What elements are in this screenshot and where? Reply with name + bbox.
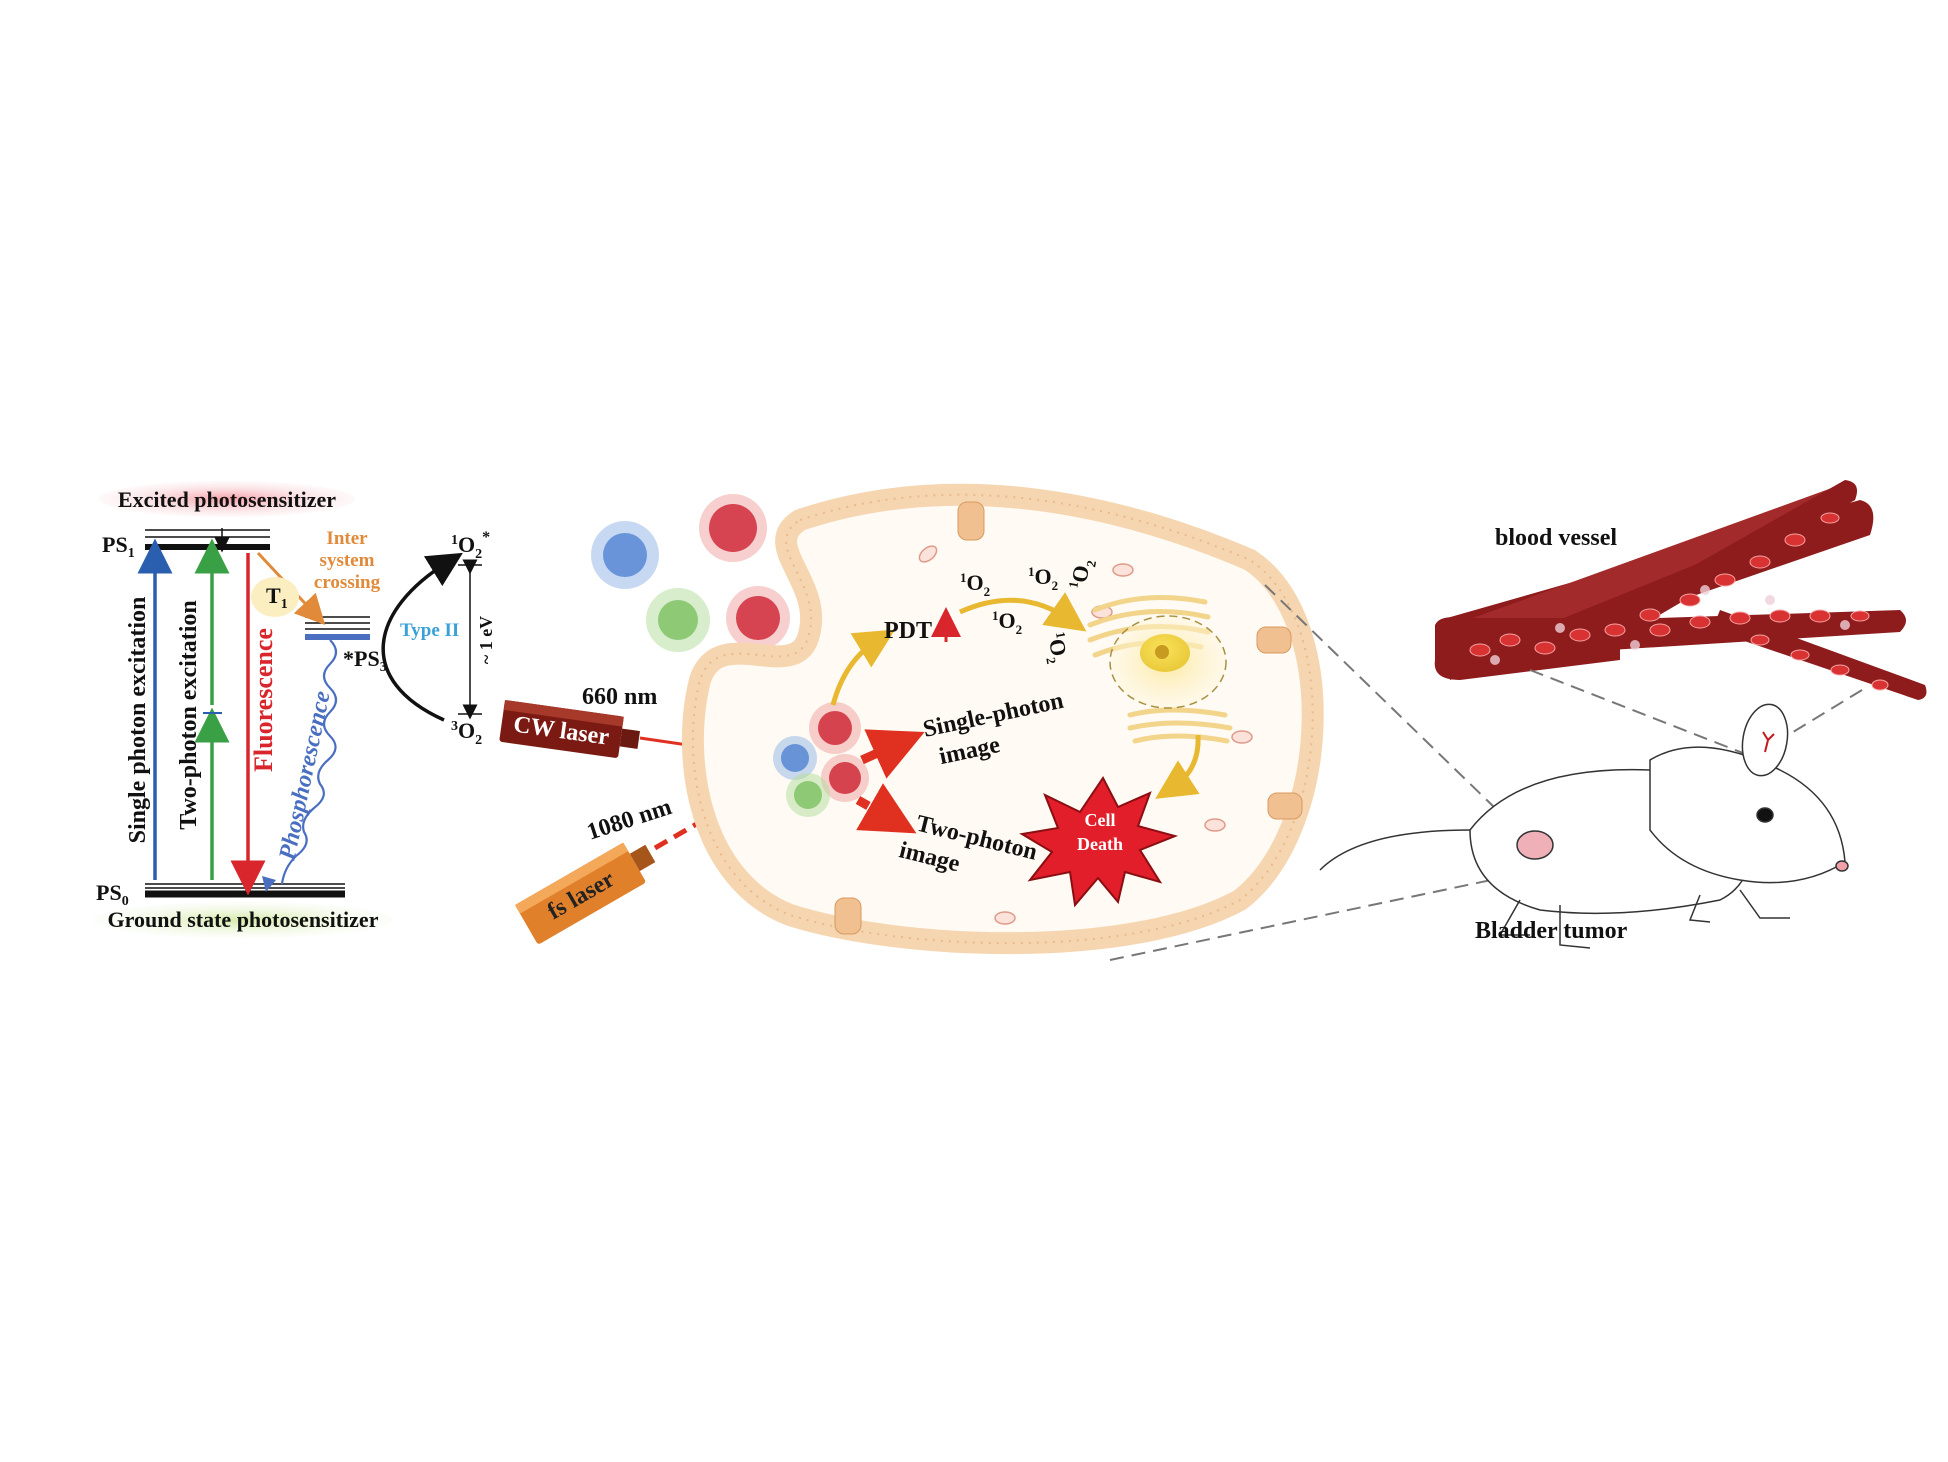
membrane-channel: [1267, 792, 1303, 820]
phosphorescence-arrowhead: [262, 876, 276, 892]
singlet-oxygen-label: 1O2: [1065, 557, 1099, 592]
membrane-channel: [1256, 626, 1292, 654]
singlet-oxygen-label: 1O2: [1039, 631, 1073, 666]
cell-death-label-line2: Death: [1077, 834, 1123, 854]
fluorescence-label: Fluorescence: [249, 628, 278, 772]
blood-vessel: [1434, 480, 1927, 700]
nanoparticle-blue: [591, 521, 659, 589]
vessel-branch: [1440, 484, 1856, 660]
excited-state-label: Excited photosensitizer: [118, 487, 336, 512]
mouse-illustration: [1319, 703, 1849, 949]
ground-state-label: Ground state photosensitizer: [108, 907, 379, 932]
two-photon-image-arrow: [855, 783, 917, 834]
cw-wavelength-label: 660 nm: [582, 684, 657, 710]
mouse-hind-leg: [1498, 899, 1530, 936]
vessel-guide-line: [1779, 689, 1863, 741]
type2-curve: [381, 552, 463, 722]
singlet-oxygen-arrow: [958, 592, 1087, 632]
pdt-label: PDT: [884, 618, 932, 644]
mouse-ear: [1741, 703, 1789, 777]
bladder-tumor-marker: [1516, 830, 1554, 860]
t1-badge: [251, 577, 299, 617]
vessel-branch: [1580, 480, 1858, 650]
nanoparticle-green: [646, 588, 710, 652]
isc-label-line1: Inter: [326, 528, 368, 549]
fs-laser: fs laser: [515, 842, 656, 944]
isc-label-line3: crossing: [314, 572, 381, 593]
singlet-oxygen-excited-label: 1O2*: [451, 529, 490, 562]
death-arrow: [1155, 734, 1201, 799]
mouse-tail: [1319, 829, 1471, 871]
cell: PDT 1O2 1O2 1O2 1O2 1O2 Single-photonima…: [681, 483, 1324, 955]
cell-death-burst: [1019, 776, 1179, 908]
ps0-label: PS0: [96, 880, 129, 909]
phosphorescence-label: Phosphorescence: [274, 688, 335, 863]
fs-laser-shade: [515, 842, 629, 914]
t1-label: T1: [266, 583, 288, 612]
vessel-guide-line: [1529, 669, 1767, 763]
mouse-front-leg: [1688, 894, 1711, 923]
zoom-guide-line: [1109, 874, 1516, 961]
nanoparticle-red: [699, 494, 767, 562]
energy-level-diagram: Excited photosensitizer Ground state pho…: [93, 481, 496, 938]
nanoparticles-in-vessel: [1490, 585, 1850, 665]
fs-laser-nozzle: [629, 844, 656, 872]
mouse-front-leg: [1739, 889, 1790, 919]
ground-state-banner: [93, 902, 393, 938]
zoom-guide-line: [1264, 584, 1529, 841]
two-photon-label: Two-photon excitation: [176, 600, 202, 830]
single-photon-label: Single photon excitation: [125, 597, 151, 844]
cw-laser: CW laser: [499, 700, 640, 758]
vessel-branch: [1712, 610, 1927, 700]
internalized-nanoparticles: [773, 702, 869, 817]
mouse-nose: [1835, 860, 1849, 872]
mouse-ear-vessel: [1762, 731, 1775, 753]
free-nanoparticles: [591, 494, 790, 652]
nucleolus-core: [1155, 645, 1169, 659]
nanoparticle-red: [726, 586, 790, 650]
cw-laser-nozzle: [619, 728, 640, 749]
ps1-label: PS1: [102, 532, 135, 561]
red-blood-cells: [1469, 512, 1889, 691]
singlet-oxygen-label: 1O2: [960, 570, 990, 599]
isc-label-line2: system: [320, 550, 375, 571]
ps3-label: *PS3: [343, 646, 387, 675]
phosphorescence-wave: [280, 639, 338, 885]
bladder-tumor-label: Bladder tumor: [1475, 918, 1628, 944]
mouse-hind-leg: [1559, 905, 1591, 949]
blood-vessel-label: blood vessel: [1495, 525, 1617, 551]
vessel-trunk: [1434, 617, 1620, 680]
singlet-oxygen-label: 1O2: [1028, 564, 1058, 593]
triplet-oxygen-label: 3O2: [451, 718, 482, 748]
membrane-channel: [957, 501, 985, 541]
mouse-eye: [1756, 807, 1774, 823]
cw-laser-shade: [503, 700, 624, 727]
membrane-channel: [834, 897, 862, 935]
single-photon-image-arrow: [860, 729, 925, 779]
fs-wavelength-label: 1080 nm: [584, 794, 675, 846]
fs-laser-body: [516, 843, 646, 944]
pdt-arrow: [830, 629, 896, 706]
type2-label: Type II: [400, 620, 459, 641]
energy-gap-label: ~ 1 eV: [476, 616, 496, 664]
excited-state-banner: [99, 481, 355, 517]
lasers: CW laser 660 nm fs laser 1080 nm: [499, 684, 792, 944]
cell-death-label-line1: Cell: [1085, 810, 1116, 830]
singlet-oxygen-label: 1O2: [992, 608, 1022, 637]
